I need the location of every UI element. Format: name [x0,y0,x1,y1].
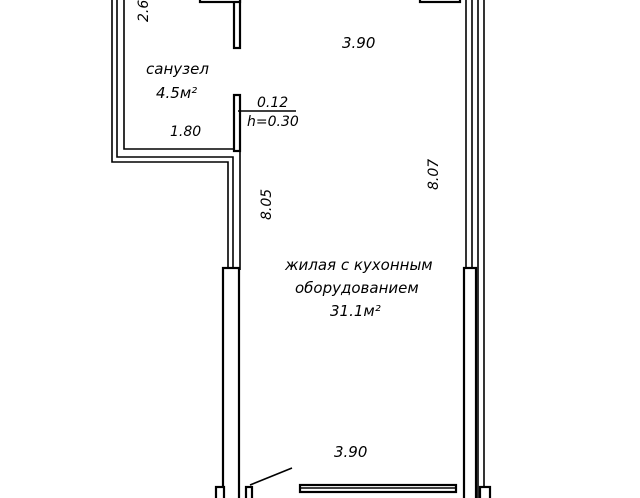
bathroom-area: 4.5м² [156,84,197,102]
door-swing-line [249,467,293,486]
living-room-area: 31.1м² [330,302,381,320]
bottom-stub-mid [244,485,254,498]
top-wall-right [418,0,462,4]
right-pier [462,266,478,498]
bathroom-outer-wall [111,0,241,270]
bottom-stub-right [478,485,492,498]
bottom-stub-left [214,485,226,498]
dim-right-length: 8.07 [426,159,442,190]
partition-wall-top [232,0,242,50]
right-wall [465,0,485,498]
dim-bottom-width: 3.90 [334,443,367,461]
living-room-name-line1: жилая с кухонным [284,256,433,274]
top-wall-left [198,0,242,4]
dim-left-length: 8.05 [259,189,275,220]
dim-top-width: 3.90 [342,34,375,52]
partition-wall-lower [232,93,242,153]
left-pier [221,266,241,498]
living-room-name-line2: оборудованием [295,279,419,297]
dim-opening-height: h=0.30 [247,114,299,130]
dim-opening-width: 0.12 [257,95,288,111]
dim-top-left-partial: 2.6 [136,0,152,22]
dim-bathroom-width: 1.80 [170,124,201,140]
bathroom-name: санузел [146,60,209,78]
